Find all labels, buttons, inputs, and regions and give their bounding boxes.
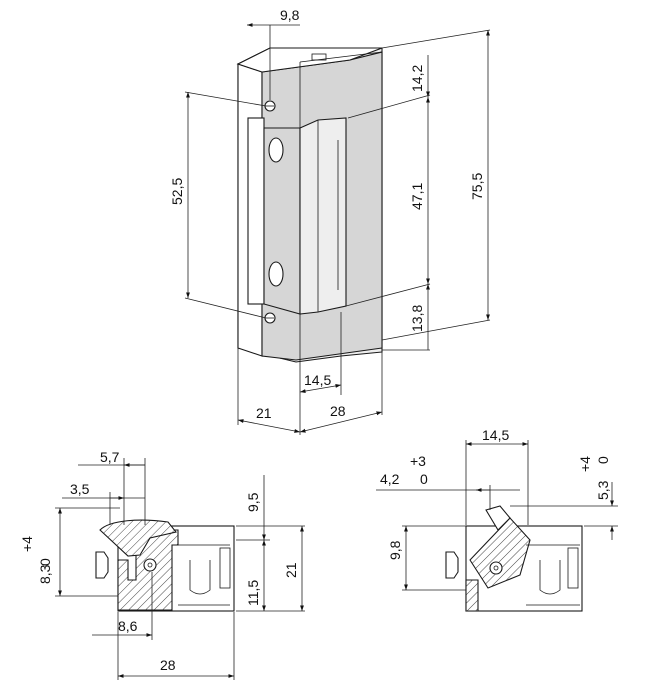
dim-label: 8,3 bbox=[37, 564, 53, 584]
upper-screw-slot bbox=[268, 137, 284, 163]
dim-label: 5,7 bbox=[100, 449, 120, 465]
dim-label: 21 bbox=[283, 562, 299, 578]
dim-label: 14,5 bbox=[482, 427, 509, 443]
dim-label: 28 bbox=[330, 403, 346, 419]
dim-label: +4 bbox=[577, 456, 593, 472]
section-view-right: 14,5 +3 0 4,2 +4 0 5,3 9,8 bbox=[376, 427, 618, 612]
dim-label: 14,2 bbox=[409, 65, 425, 92]
dim-label: 0 bbox=[595, 456, 611, 464]
front-view: 9,8 52,5 14,2 47,1 13,8 75,5 14,5 21 bbox=[169, 7, 491, 435]
dim-label: 0 bbox=[37, 558, 53, 566]
dim-label: 14,5 bbox=[304, 372, 331, 388]
dim-label: 3,5 bbox=[70, 481, 90, 497]
dim-label: 0 bbox=[420, 471, 428, 487]
dim-label: 9,5 bbox=[245, 492, 261, 512]
strike-tongue bbox=[445, 551, 459, 579]
dim-label: 4,2 bbox=[380, 471, 400, 487]
latch-tip bbox=[485, 505, 511, 531]
dim-label: 28 bbox=[160, 657, 176, 673]
dim-label: 13,8 bbox=[409, 305, 425, 332]
dim-label: 5,3 bbox=[595, 480, 611, 500]
latch-assembly bbox=[247, 117, 347, 315]
dim-label: 52,5 bbox=[169, 178, 185, 205]
dim-label: 21 bbox=[256, 405, 272, 421]
section-view-left: 5,7 3,5 +4 0 8,3 9,5 11,5 21 8,6 28 bbox=[19, 449, 305, 680]
dim-label: 11,5 bbox=[245, 580, 261, 606]
lower-screw-slot bbox=[268, 261, 284, 287]
dim-label: 8,6 bbox=[118, 618, 138, 634]
dim-label: +3 bbox=[410, 453, 426, 469]
dim-label: 75,5 bbox=[469, 173, 485, 200]
pivot-pin bbox=[143, 558, 157, 572]
dim-label: 9,8 bbox=[387, 540, 403, 560]
dim-label: +4 bbox=[19, 536, 35, 552]
pivot-pin bbox=[489, 561, 503, 575]
dim-label: 47,1 bbox=[409, 183, 425, 210]
dim-label: 9,8 bbox=[280, 7, 300, 23]
strike-tongue bbox=[95, 551, 109, 579]
